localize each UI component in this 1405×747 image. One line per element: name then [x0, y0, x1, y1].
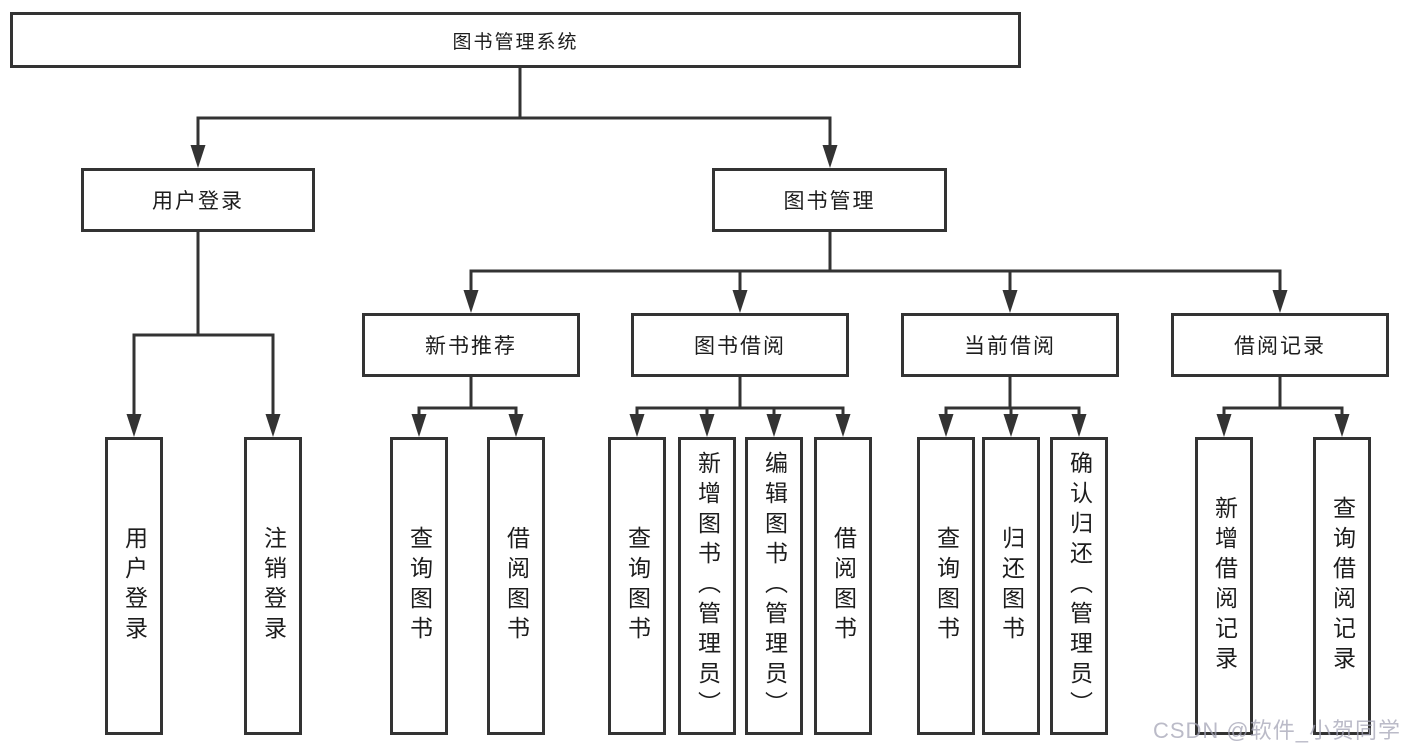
- node-label: 当前借阅: [964, 335, 1056, 358]
- leaf-label: 借阅图书: [503, 526, 530, 646]
- leaf-return-books: 归还图书: [982, 437, 1040, 735]
- leaf-query-books-borrow: 查询图书: [608, 437, 666, 735]
- leaf-label: 编辑图书（管理员）: [761, 451, 788, 721]
- node-label: 用户登录: [152, 190, 244, 213]
- leaf-label: 注销登录: [260, 526, 287, 646]
- node-label: 借阅记录: [1234, 335, 1326, 358]
- leaf-label: 新增图书（管理员）: [694, 451, 721, 721]
- leaf-add-borrow-record: 新增借阅记录: [1195, 437, 1253, 735]
- csdn-watermark: CSDN @软件_小贺同学: [1152, 718, 1401, 743]
- node-root-label: 图书管理系统: [452, 31, 579, 53]
- leaf-borrow-books-recommend: 借阅图书: [487, 437, 545, 735]
- node-book-management: 图书管理: [712, 168, 947, 232]
- leaf-query-books-current: 查询图书: [917, 437, 975, 735]
- node-label: 图书借阅: [694, 335, 786, 358]
- leaf-confirm-return-admin: 确认归还（管理员）: [1050, 437, 1108, 735]
- node-root-system: 图书管理系统: [10, 12, 1021, 68]
- node-borrowing-records: 借阅记录: [1171, 313, 1389, 377]
- leaf-label: 确认归还（管理员）: [1066, 451, 1093, 721]
- leaf-label: 归还图书: [998, 526, 1025, 646]
- node-user-login-group: 用户登录: [81, 168, 315, 232]
- leaf-logout: 注销登录: [244, 437, 302, 735]
- leaf-label: 查询图书: [624, 526, 651, 646]
- leaf-user-login: 用户登录: [105, 437, 163, 735]
- node-book-borrowing: 图书借阅: [631, 313, 849, 377]
- leaf-label: 用户登录: [121, 526, 148, 646]
- leaf-add-book-admin: 新增图书（管理员）: [678, 437, 736, 735]
- leaf-borrow-books: 借阅图书: [814, 437, 872, 735]
- leaf-query-books-recommend: 查询图书: [390, 437, 448, 735]
- node-label: 新书推荐: [425, 335, 517, 358]
- leaf-label: 查询图书: [933, 526, 960, 646]
- leaf-label: 借阅图书: [830, 526, 857, 646]
- leaf-label: 查询图书: [406, 526, 433, 646]
- node-label: 图书管理: [783, 190, 876, 213]
- leaf-label: 查询借阅记录: [1329, 496, 1356, 676]
- node-new-book-recommend: 新书推荐: [362, 313, 580, 377]
- leaf-edit-book-admin: 编辑图书（管理员）: [745, 437, 803, 735]
- leaf-label: 新增借阅记录: [1211, 496, 1238, 676]
- arrowhead-icons: [126, 145, 1350, 437]
- leaf-query-borrow-record: 查询借阅记录: [1313, 437, 1371, 735]
- node-current-borrowing: 当前借阅: [901, 313, 1119, 377]
